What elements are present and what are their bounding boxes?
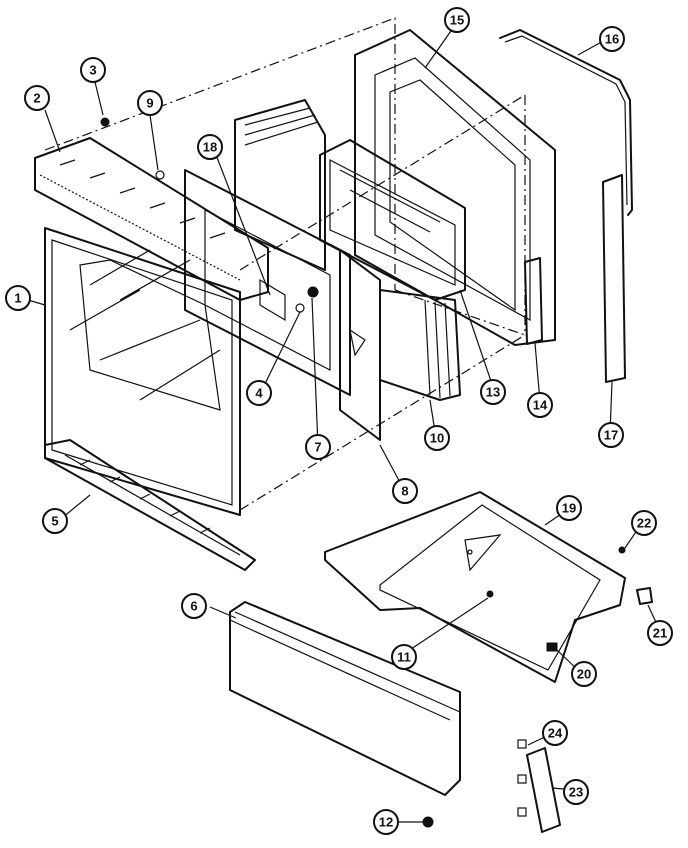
svg-text:21: 21 bbox=[653, 626, 667, 641]
hinge-14 bbox=[524, 257, 543, 345]
svg-text:18: 18 bbox=[203, 140, 217, 155]
svg-text:17: 17 bbox=[604, 428, 618, 443]
drawer-body bbox=[324, 491, 626, 683]
svg-text:12: 12 bbox=[379, 815, 393, 830]
callout-4: 4 bbox=[246, 380, 272, 406]
svg-text:23: 23 bbox=[569, 785, 583, 800]
callout-7: 7 bbox=[305, 434, 331, 460]
svg-text:19: 19 bbox=[562, 501, 576, 516]
svg-text:4: 4 bbox=[255, 386, 263, 401]
callout-1: 1 bbox=[5, 285, 31, 311]
callout-5: 5 bbox=[42, 508, 68, 534]
drawer-glide-20 bbox=[546, 642, 558, 652]
side-trim-17 bbox=[602, 174, 626, 383]
callout-16: 16 bbox=[599, 26, 625, 52]
callout-19: 19 bbox=[556, 495, 582, 521]
callout-8: 8 bbox=[392, 478, 418, 504]
svg-text:16: 16 bbox=[605, 32, 619, 47]
callout-14: 14 bbox=[527, 392, 553, 418]
callout-17: 17 bbox=[598, 422, 624, 448]
callout-24: 24 bbox=[542, 720, 568, 746]
door-inner-liner bbox=[339, 249, 381, 441]
svg-text:7: 7 bbox=[314, 440, 321, 455]
svg-text:5: 5 bbox=[51, 514, 58, 529]
drawer-stop-21 bbox=[636, 587, 653, 605]
svg-text:1: 1 bbox=[14, 291, 21, 306]
callout-11: 11 bbox=[391, 644, 417, 670]
door-handle-trim bbox=[34, 137, 269, 301]
hinge-hardware bbox=[295, 286, 319, 313]
side-panel-23 bbox=[526, 747, 561, 833]
callout-6: 6 bbox=[181, 593, 207, 619]
clips-24 bbox=[517, 739, 527, 817]
drawer-front-panel bbox=[229, 601, 461, 796]
door-outer-panel bbox=[44, 227, 241, 516]
callout-3: 3 bbox=[80, 57, 106, 83]
door-outer-frame bbox=[354, 29, 556, 346]
leader-lines bbox=[27, 27, 661, 823]
door-insulation-pack bbox=[234, 99, 326, 271]
svg-text:13: 13 bbox=[486, 385, 500, 400]
callout-13: 13 bbox=[480, 379, 506, 405]
door-gasket bbox=[499, 29, 633, 216]
svg-text:3: 3 bbox=[89, 63, 96, 78]
svg-text:6: 6 bbox=[190, 599, 197, 614]
callout-10: 10 bbox=[424, 425, 450, 451]
clip-9 bbox=[155, 170, 165, 180]
svg-text:10: 10 bbox=[430, 431, 444, 446]
screw-22 bbox=[618, 546, 626, 554]
callout-15: 15 bbox=[444, 7, 470, 33]
callout-18: 18 bbox=[197, 134, 223, 160]
callout-21: 21 bbox=[647, 620, 673, 646]
svg-text:14: 14 bbox=[533, 398, 548, 413]
callout-22: 22 bbox=[631, 510, 657, 536]
svg-text:9: 9 bbox=[146, 96, 153, 111]
svg-text:15: 15 bbox=[450, 13, 464, 28]
svg-text:2: 2 bbox=[33, 91, 40, 106]
door-bottom-trim bbox=[44, 439, 256, 571]
drawer-foot-12 bbox=[422, 816, 434, 828]
callout-20: 20 bbox=[571, 661, 597, 687]
callout-9: 9 bbox=[137, 90, 163, 116]
screw-11 bbox=[486, 590, 494, 598]
svg-text:11: 11 bbox=[397, 650, 411, 665]
callout-12: 12 bbox=[373, 809, 399, 835]
callout-2: 2 bbox=[24, 85, 50, 111]
callout-23: 23 bbox=[563, 779, 589, 805]
callouts: 1 2 3 4 5 6 7 8 9 10 11 12 13 14 15 16 1… bbox=[5, 7, 673, 835]
svg-text:8: 8 bbox=[401, 484, 408, 499]
svg-text:24: 24 bbox=[548, 726, 563, 741]
svg-text:20: 20 bbox=[577, 667, 591, 682]
screw-3 bbox=[100, 117, 110, 127]
svg-text:22: 22 bbox=[637, 516, 651, 531]
